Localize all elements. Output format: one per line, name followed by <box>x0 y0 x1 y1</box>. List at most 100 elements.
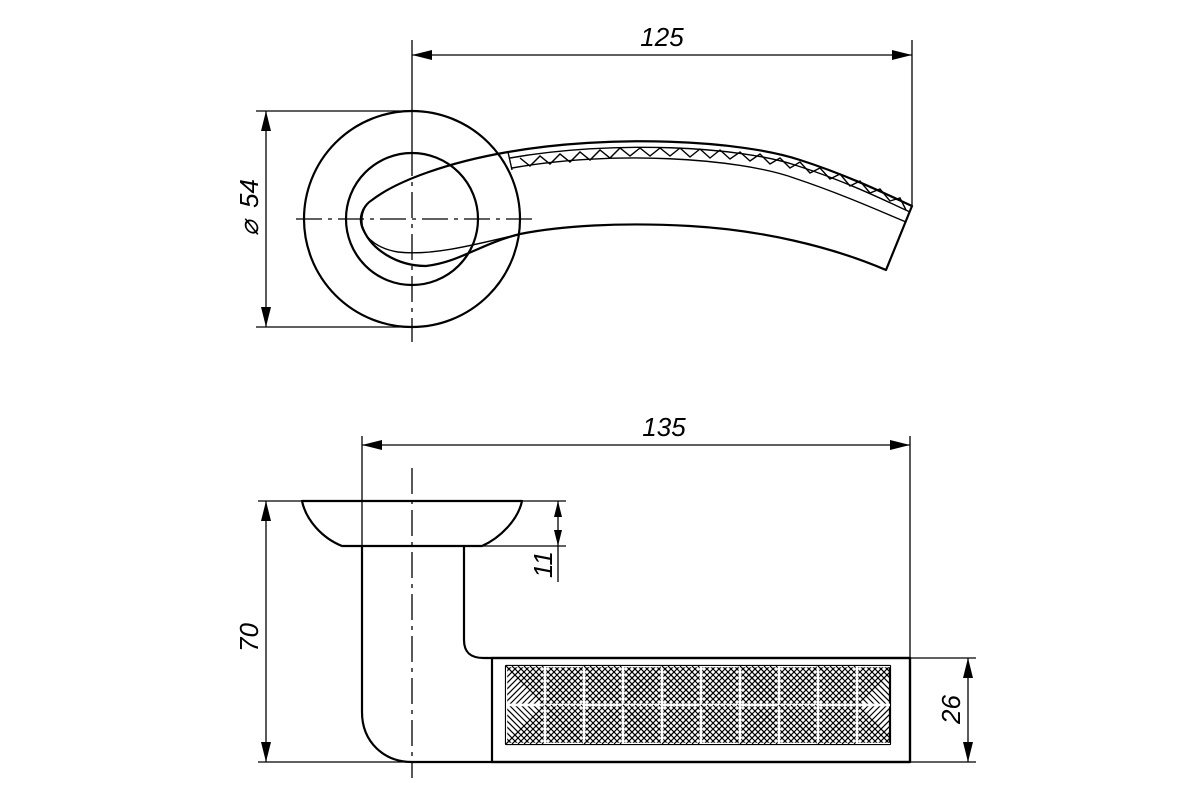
weave-hatch-line <box>541 704 582 744</box>
dim-11-arrow-top <box>554 501 562 517</box>
weave-hatch-line <box>574 666 615 706</box>
weave-hatch-line <box>766 704 807 744</box>
weave-hatch-line <box>568 704 609 744</box>
weave-hatch-line <box>688 666 729 706</box>
weave-hatch-line <box>506 704 546 744</box>
dim-70-arrow-top <box>261 501 271 521</box>
side-view: 135 70 11 26 <box>234 412 976 778</box>
weave-hatch-line <box>506 666 546 706</box>
weave-hatch-line <box>598 704 639 744</box>
weave-hatch-line <box>658 666 699 706</box>
weave-hatch-line <box>506 731 519 744</box>
weave-hatch-line <box>847 666 888 706</box>
weave-hatch-line <box>841 666 882 706</box>
weave-hatch-line <box>781 666 822 706</box>
weave-hatch-line <box>859 666 890 697</box>
weave-hatch-line <box>793 666 834 706</box>
weave-hatch-line <box>739 666 780 706</box>
weave-hatch-line <box>754 666 795 706</box>
weave-hatch-line <box>514 666 555 706</box>
weave-hatch-line <box>517 666 558 706</box>
weave-hatch-line <box>748 704 789 744</box>
weave-hatch-line <box>562 666 603 706</box>
weave-hatch-line <box>517 704 558 744</box>
weave-hatch-line <box>829 704 870 744</box>
weave-hatch-line <box>592 704 633 744</box>
weave-hatch-line <box>568 666 609 706</box>
weave-hatch-line <box>679 704 720 744</box>
weave-hatch-line <box>718 666 759 706</box>
weave-hatch-line <box>727 666 768 706</box>
weave-hatch-line <box>637 666 678 706</box>
weave-hatch-line <box>523 704 564 744</box>
weave-hatch-line <box>790 666 831 706</box>
weave-hatch-line <box>652 666 693 706</box>
weave-hatch-line <box>715 666 756 706</box>
weave-hatch-line <box>757 704 798 744</box>
weave-hatch-line <box>841 704 882 744</box>
weave-hatch-line <box>508 666 549 706</box>
lever-outline <box>360 140 914 272</box>
weave-hatch-line <box>506 707 543 744</box>
weave-hatch-line <box>506 666 537 697</box>
weave-hatch-line <box>781 704 822 744</box>
weave-hatch-line <box>802 666 843 706</box>
grip-frame-outer <box>490 656 912 764</box>
weave-hatch-line <box>703 666 744 706</box>
weave-hatch-line <box>619 666 660 706</box>
weave-hatch-line <box>532 704 573 744</box>
weave-hatch-line <box>673 704 714 744</box>
weave-hatch-line <box>506 743 507 744</box>
weave-cell-gap <box>855 703 890 744</box>
weave-hatch-line <box>871 666 890 685</box>
weave-hatch-line <box>601 666 642 706</box>
lever-neck-line <box>360 199 521 254</box>
weave-hatch-line <box>736 704 777 744</box>
weave-hatch-line <box>535 666 576 706</box>
weave-hatch-line <box>691 704 732 744</box>
weave-hatch-line <box>523 666 564 706</box>
weave-hatch-line <box>535 704 576 744</box>
weave-hatch-line <box>751 704 792 744</box>
weave-hatch-line <box>652 704 693 744</box>
weave-hatch-line <box>506 719 531 744</box>
weave-hatch-line <box>598 666 639 706</box>
dim-11-arrow-bottom <box>554 530 562 546</box>
weave-hatch-line <box>844 704 885 744</box>
weave-hatch-line <box>859 713 890 744</box>
weave-hatch-line <box>700 666 741 706</box>
weave-hatch-line <box>763 704 804 744</box>
weave-hatch-line <box>865 719 890 744</box>
dim-135-arrow-right <box>890 440 910 450</box>
weave-hatch-line <box>790 704 831 744</box>
weave-hatch-line <box>799 666 840 706</box>
weave-hatch-line <box>514 704 555 744</box>
weave-hatch-line <box>766 666 807 706</box>
weave-hatch-line <box>565 704 606 744</box>
weave-hatch-line <box>532 666 573 706</box>
weave-hatch-line <box>625 704 666 744</box>
weave-hatch-line <box>688 704 729 744</box>
weave-hatch-line <box>778 704 819 744</box>
weave-hatch-line <box>565 666 606 706</box>
weave-hatch-line <box>760 666 801 706</box>
lever-band-end <box>507 151 513 171</box>
weave-hatch-line <box>506 666 519 679</box>
weave-hatch-line <box>595 704 636 744</box>
weave-hatch-line <box>583 666 624 706</box>
weave-hatch-line <box>709 666 750 706</box>
weave-hatch-line <box>643 704 684 744</box>
weave-hatch-line <box>607 666 648 706</box>
weave-hatch-line <box>835 666 876 706</box>
grip-weave-pattern <box>506 666 890 744</box>
weave-hatch-line <box>712 666 753 706</box>
weave-hatch-line <box>634 704 675 744</box>
weave-hatch-line <box>583 704 624 744</box>
weave-hatch-line <box>700 704 741 744</box>
weave-hatch-line <box>709 704 750 744</box>
weave-hatch-line <box>769 666 810 706</box>
weave-hatch-line <box>604 666 645 706</box>
weave-hatch-line <box>808 704 849 744</box>
weave-hatch-line <box>739 704 780 744</box>
